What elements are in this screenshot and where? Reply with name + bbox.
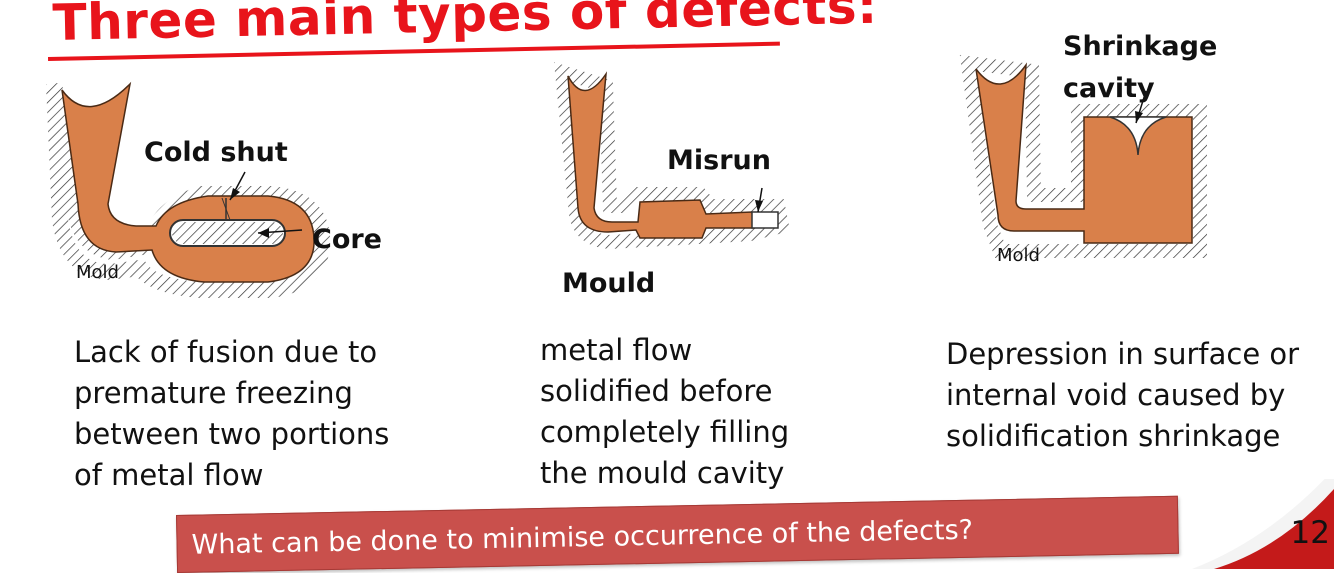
description-line: the mould cavity: [540, 456, 785, 490]
misrun-description: metal flow solidified before completely …: [540, 330, 789, 494]
description-line: metal flow: [540, 333, 693, 367]
shrinkage-diagram: [959, 54, 1207, 258]
mould-label-2: Mould: [562, 268, 656, 299]
description-line: internal void caused by: [946, 378, 1286, 412]
core-label: Core: [312, 224, 382, 255]
question-banner: What can be done to minimise occurrence …: [176, 495, 1179, 573]
description-line: completely filling: [540, 415, 790, 449]
shrinkage-label-line1: Shrinkage: [1063, 31, 1218, 62]
shrinkage-label-line2: cavity: [1063, 73, 1155, 104]
cold-shut-description: Lack of fusion due to premature freezing…: [74, 332, 389, 496]
misrun-label: Misrun: [667, 145, 771, 176]
cold-shut-label: Cold shut: [144, 137, 288, 168]
description-line: of metal flow: [74, 458, 264, 492]
description-line: solidification shrinkage: [946, 419, 1281, 453]
description-line: Lack of fusion due to: [74, 335, 378, 369]
shrinkage-description: Depression in surface or internal void c…: [946, 334, 1299, 457]
description-line: Depression in surface or: [946, 337, 1300, 371]
mold-label-3: Mold: [997, 245, 1040, 266]
mold-label-1: Mold: [76, 262, 119, 283]
description-line: premature freezing: [74, 376, 353, 410]
page-number: 12: [1290, 515, 1330, 551]
misrun-diagram: [553, 62, 791, 250]
corner-accent: [1192, 479, 1334, 569]
question-banner-text: What can be done to minimise occurrence …: [191, 514, 974, 561]
cold-shut-diagram: [46, 81, 331, 298]
description-line: between two portions: [74, 417, 390, 451]
description-line: solidified before: [540, 374, 773, 408]
